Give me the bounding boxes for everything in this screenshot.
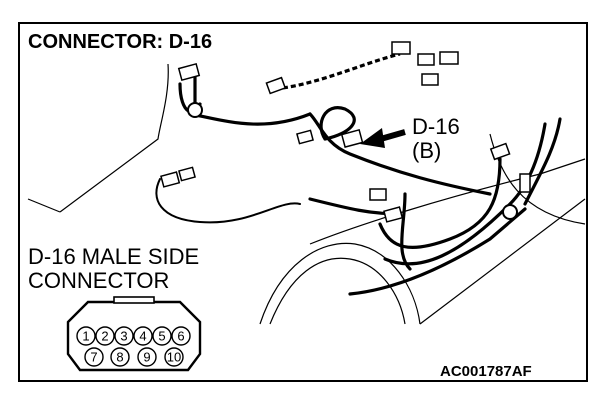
male-side-connector-face: 1 2 3 4 5 6 7 8 9 10 xyxy=(66,296,202,372)
diagram-frame: CONNECTOR: D-16 D-16 (B) D-16 MALE SIDE … xyxy=(18,22,588,382)
pin-3: 3 xyxy=(114,326,134,346)
figure-code: AC001787AF xyxy=(440,363,532,380)
svg-text:4: 4 xyxy=(139,329,146,344)
harness-illustration: CONNECTOR: D-16 D-16 (B) D-16 MALE SIDE … xyxy=(27,31,586,380)
svg-text:10: 10 xyxy=(167,350,181,365)
svg-text:8: 8 xyxy=(116,350,123,365)
pin-8: 8 xyxy=(110,347,130,367)
pin-2: 2 xyxy=(95,326,115,346)
wiring-harness xyxy=(155,52,562,296)
side-label-line2: CONNECTOR xyxy=(28,268,169,293)
harness-connectors xyxy=(160,41,531,223)
pin-6: 6 xyxy=(171,326,191,346)
side-label-line1: D-16 MALE SIDE xyxy=(28,244,199,269)
svg-text:9: 9 xyxy=(143,350,150,365)
pin-4: 4 xyxy=(133,326,153,346)
pin-1: 1 xyxy=(76,326,96,346)
svg-text:6: 6 xyxy=(177,329,184,344)
svg-text:1: 1 xyxy=(82,329,89,344)
svg-text:2: 2 xyxy=(101,329,108,344)
connector-variant-label: (B) xyxy=(412,138,441,163)
pin-10: 10 xyxy=(164,347,184,367)
pin-5: 5 xyxy=(152,326,172,346)
callout-arrow xyxy=(360,128,406,148)
connector-id-label: D-16 xyxy=(412,114,460,139)
pin-9: 9 xyxy=(137,347,157,367)
pin-7: 7 xyxy=(84,347,104,367)
diagram-title: CONNECTOR: D-16 xyxy=(28,31,212,53)
svg-text:5: 5 xyxy=(158,329,165,344)
svg-text:7: 7 xyxy=(90,350,97,365)
svg-text:3: 3 xyxy=(120,329,127,344)
